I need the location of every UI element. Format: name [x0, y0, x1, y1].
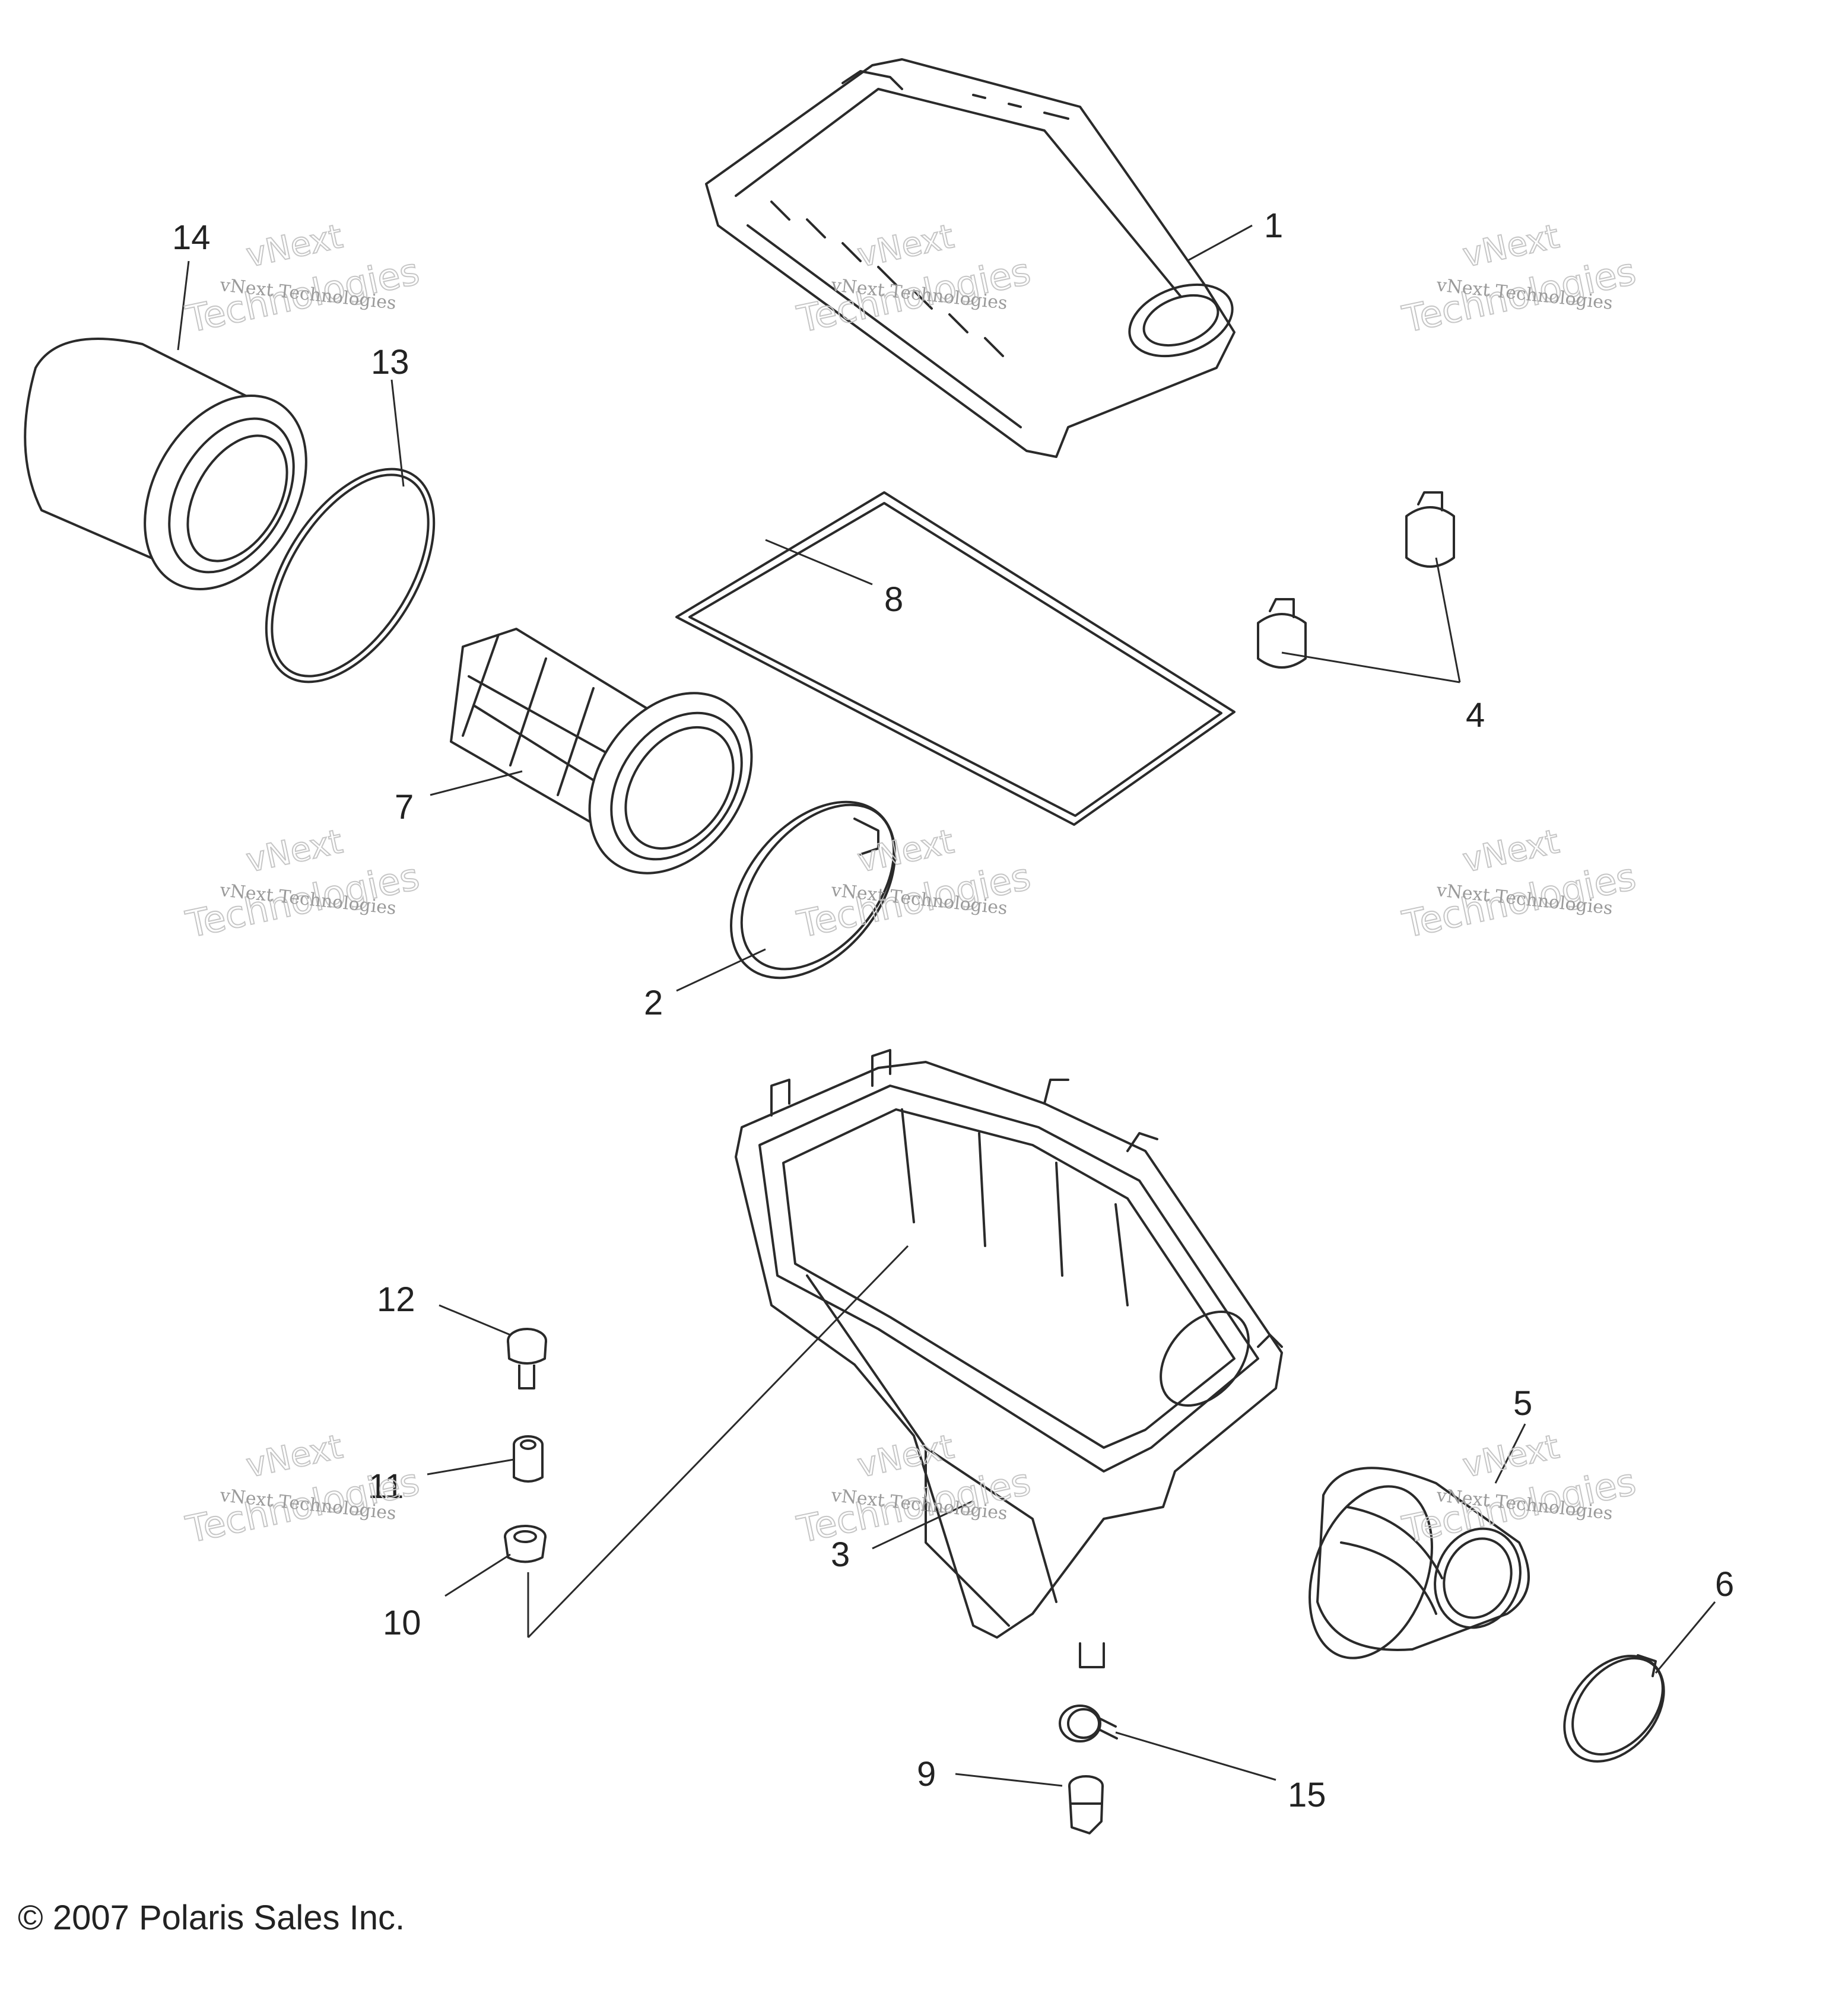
grommet-part [504, 1525, 547, 1563]
callout-13: 13 [371, 343, 409, 381]
leader-12 [439, 1304, 511, 1336]
callout-11: 11 [368, 1467, 404, 1506]
leader-11 [427, 1458, 514, 1476]
callout-15: 15 [1288, 1776, 1326, 1814]
callout-2: 2 [644, 984, 663, 1022]
clips-part [1257, 491, 1455, 669]
svg-text:vNext: vNext [854, 822, 957, 880]
leader-6 [1654, 1601, 1716, 1674]
leader-2 [676, 948, 766, 992]
leader-3 [872, 1500, 974, 1550]
watermark-top-left: vNext Technologies vNext Technologies [182, 217, 424, 342]
svg-text:vNext: vNext [243, 822, 346, 880]
outlet-clamp-part [1563, 1654, 1665, 1763]
callout-10: 10 [383, 1604, 421, 1642]
leader-5 [1494, 1423, 1526, 1484]
filter-cage-part [450, 628, 753, 875]
leader-lines [177, 224, 1716, 1787]
o-ring-part [265, 468, 436, 683]
leader-15 [1115, 1731, 1276, 1781]
leader-9 [955, 1773, 1063, 1787]
svg-text:vNext: vNext [1459, 217, 1562, 275]
callout-5: 5 [1513, 1384, 1532, 1423]
svg-text:vNext: vNext [243, 1427, 346, 1486]
callout-1: 1 [1264, 206, 1283, 245]
leader-14 [177, 260, 190, 351]
watermark-mid-left: vNext Technologies vNext Technologies [182, 822, 424, 947]
spring-clamp-part [1059, 1705, 1118, 1742]
watermark-low-left: vNext Technologies vNext Technologies [182, 1427, 424, 1552]
svg-text:vNext: vNext [1459, 1427, 1562, 1486]
callout-3: 3 [831, 1535, 850, 1574]
svg-text:vNext: vNext [1459, 822, 1562, 880]
callout-12: 12 [377, 1280, 415, 1319]
clamp-part [730, 800, 896, 980]
leader-3-bracket [527, 1245, 909, 1639]
outlet-boot-part [1309, 1467, 1530, 1659]
callout-14: 14 [172, 218, 211, 257]
copyright-notice: © 2007 Polaris Sales Inc. [18, 1899, 405, 1937]
svg-text:vNext: vNext [243, 217, 346, 275]
drain-plug-part [1068, 1775, 1104, 1834]
airbox-cover-part [705, 58, 1236, 458]
leader-7 [430, 770, 523, 796]
gasket-part [675, 491, 1236, 826]
callout-numbers: 1 2 3 4 5 6 7 8 9 10 11 12 13 14 15 [172, 206, 1734, 1814]
watermark-mid-right: vNext Technologies vNext Technologies [1398, 822, 1640, 947]
callout-8: 8 [884, 580, 903, 619]
watermark-top-right: vNext Technologies vNext Technologies [1398, 217, 1640, 342]
leader-8 [765, 539, 873, 586]
callout-9: 9 [917, 1755, 936, 1794]
spacer-part [513, 1435, 544, 1483]
watermark-mid-center: vNext Technologies vNext Technologies [793, 822, 1035, 947]
airbox-base-part [735, 1049, 1283, 1668]
leader-13 [390, 379, 405, 487]
callout-4: 4 [1466, 696, 1485, 734]
leader-10 [444, 1553, 511, 1597]
callout-6: 6 [1715, 1565, 1734, 1604]
leader-1 [1186, 224, 1253, 262]
leader-4 [1281, 557, 1461, 683]
screw-part [507, 1328, 547, 1389]
callout-7: 7 [395, 788, 414, 826]
pre-filter-part [24, 338, 307, 590]
